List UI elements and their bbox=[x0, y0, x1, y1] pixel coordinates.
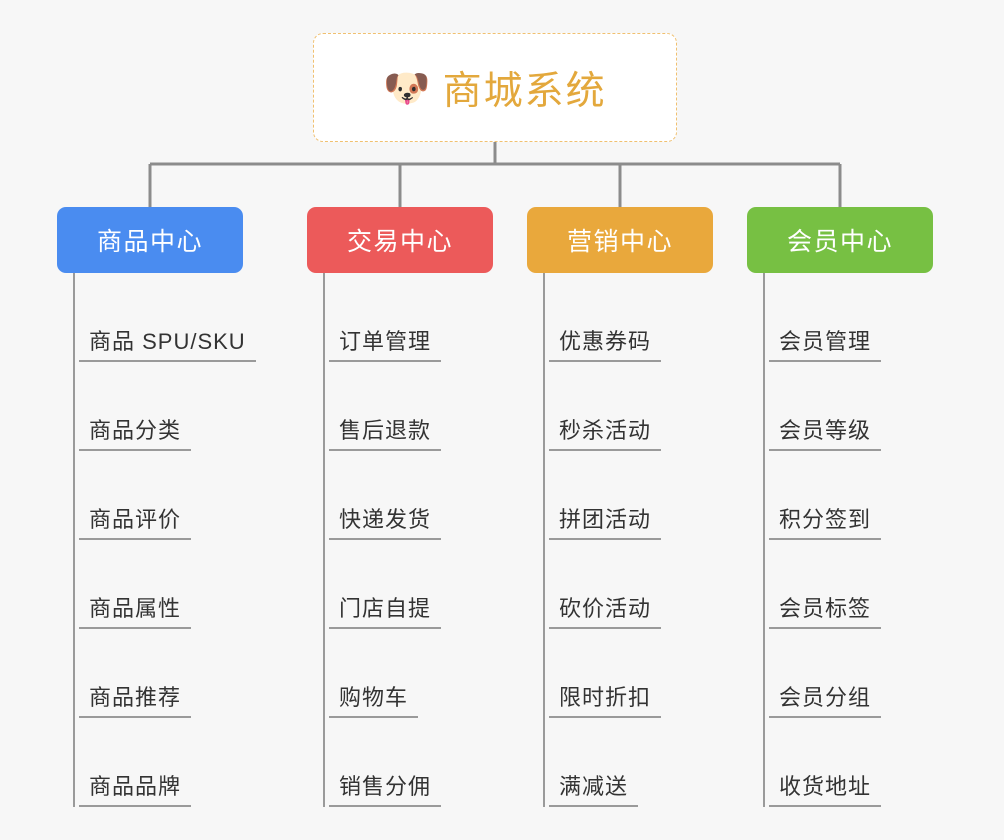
leaf-list-2: 优惠券码 秒杀活动 拼团活动 砍价活动 限时折扣 满减送 bbox=[527, 273, 713, 807]
leaf-item[interactable]: 满减送 bbox=[527, 718, 713, 807]
leaf-label: 秒杀活动 bbox=[549, 418, 662, 451]
leaf-item[interactable]: 商品属性 bbox=[57, 540, 243, 629]
leaf-item[interactable]: 商品推荐 bbox=[57, 629, 243, 718]
category-header-1[interactable]: 交易中心 bbox=[307, 207, 493, 273]
leaf-label: 积分签到 bbox=[769, 507, 882, 540]
category-header-3[interactable]: 会员中心 bbox=[747, 207, 933, 273]
leaf-label: 商品分类 bbox=[79, 418, 192, 451]
category-column-1: 交易中心 订单管理 售后退款 快递发货 门店自提 购物车 销售分佣 bbox=[307, 207, 493, 807]
root-title: 商城系统 bbox=[442, 69, 607, 113]
category-label-3: 会员中心 bbox=[786, 228, 893, 256]
leaf-item[interactable]: 商品分类 bbox=[57, 362, 243, 451]
leaf-label: 拼团活动 bbox=[549, 507, 662, 540]
leaf-label: 会员分组 bbox=[769, 685, 882, 718]
leaf-label: 商品属性 bbox=[79, 596, 192, 629]
leaf-label: 销售分佣 bbox=[329, 774, 442, 807]
leaf-label: 会员等级 bbox=[769, 418, 882, 451]
leaf-item[interactable]: 快递发货 bbox=[307, 451, 493, 540]
leaf-label: 售后退款 bbox=[329, 418, 442, 451]
category-label-0: 商品中心 bbox=[96, 228, 203, 256]
leaf-label: 会员标签 bbox=[769, 596, 882, 629]
leaf-item[interactable]: 砍价活动 bbox=[527, 540, 713, 629]
leaf-item[interactable]: 销售分佣 bbox=[307, 718, 493, 807]
leaf-item[interactable]: 秒杀活动 bbox=[527, 362, 713, 451]
leaf-label: 订单管理 bbox=[329, 329, 442, 362]
leaf-item[interactable]: 商品品牌 bbox=[57, 718, 243, 807]
leaf-label: 购物车 bbox=[329, 685, 419, 718]
leaf-item[interactable]: 限时折扣 bbox=[527, 629, 713, 718]
category-label-2: 营销中心 bbox=[566, 228, 673, 256]
leaf-item[interactable]: 收货地址 bbox=[747, 718, 933, 807]
category-label-1: 交易中心 bbox=[346, 228, 453, 256]
leaf-item[interactable]: 会员分组 bbox=[747, 629, 933, 718]
category-column-3: 会员中心 会员管理 会员等级 积分签到 会员标签 会员分组 收货地址 bbox=[747, 207, 933, 807]
leaf-item[interactable]: 会员标签 bbox=[747, 540, 933, 629]
leaf-label: 快递发货 bbox=[329, 507, 442, 540]
leaf-list-1: 订单管理 售后退款 快递发货 门店自提 购物车 销售分佣 bbox=[307, 273, 493, 807]
leaf-label: 优惠券码 bbox=[549, 329, 662, 362]
category-header-2[interactable]: 营销中心 bbox=[527, 207, 713, 273]
leaf-item[interactable]: 拼团活动 bbox=[527, 451, 713, 540]
leaf-label: 商品 SPU/SKU bbox=[79, 329, 256, 362]
leaf-item[interactable]: 商品 SPU/SKU bbox=[57, 273, 256, 362]
category-column-0: 商品中心 商品 SPU/SKU 商品分类 商品评价 商品属性 商品推荐 商品品牌 bbox=[57, 207, 256, 807]
leaf-item[interactable]: 会员等级 bbox=[747, 362, 933, 451]
leaf-label: 商品推荐 bbox=[79, 685, 192, 718]
leaf-label: 门店自提 bbox=[329, 596, 442, 629]
leaf-list-3: 会员管理 会员等级 积分签到 会员标签 会员分组 收货地址 bbox=[747, 273, 933, 807]
leaf-item[interactable]: 售后退款 bbox=[307, 362, 493, 451]
leaf-label: 满减送 bbox=[549, 774, 639, 807]
leaf-item[interactable]: 会员管理 bbox=[747, 273, 933, 362]
leaf-item[interactable]: 商品评价 bbox=[57, 451, 243, 540]
leaf-label: 收货地址 bbox=[769, 774, 882, 807]
leaf-label: 商品评价 bbox=[79, 507, 192, 540]
leaf-item[interactable]: 优惠券码 bbox=[527, 273, 713, 362]
leaf-item[interactable]: 订单管理 bbox=[307, 273, 493, 362]
leaf-list-0: 商品 SPU/SKU 商品分类 商品评价 商品属性 商品推荐 商品品牌 bbox=[57, 273, 256, 807]
leaf-label: 限时折扣 bbox=[549, 685, 662, 718]
shiba-dog-face-icon: 🐶 bbox=[383, 67, 431, 110]
leaf-label: 会员管理 bbox=[769, 329, 882, 362]
category-header-0[interactable]: 商品中心 bbox=[57, 207, 243, 273]
leaf-label: 砍价活动 bbox=[549, 596, 662, 629]
leaf-label: 商品品牌 bbox=[79, 774, 192, 807]
category-column-2: 营销中心 优惠券码 秒杀活动 拼团活动 砍价活动 限时折扣 满减送 bbox=[527, 207, 713, 807]
leaf-item[interactable]: 购物车 bbox=[307, 629, 493, 718]
leaf-item[interactable]: 门店自提 bbox=[307, 540, 493, 629]
root-node[interactable]: 🐶 商城系统 bbox=[313, 33, 677, 142]
leaf-item[interactable]: 积分签到 bbox=[747, 451, 933, 540]
